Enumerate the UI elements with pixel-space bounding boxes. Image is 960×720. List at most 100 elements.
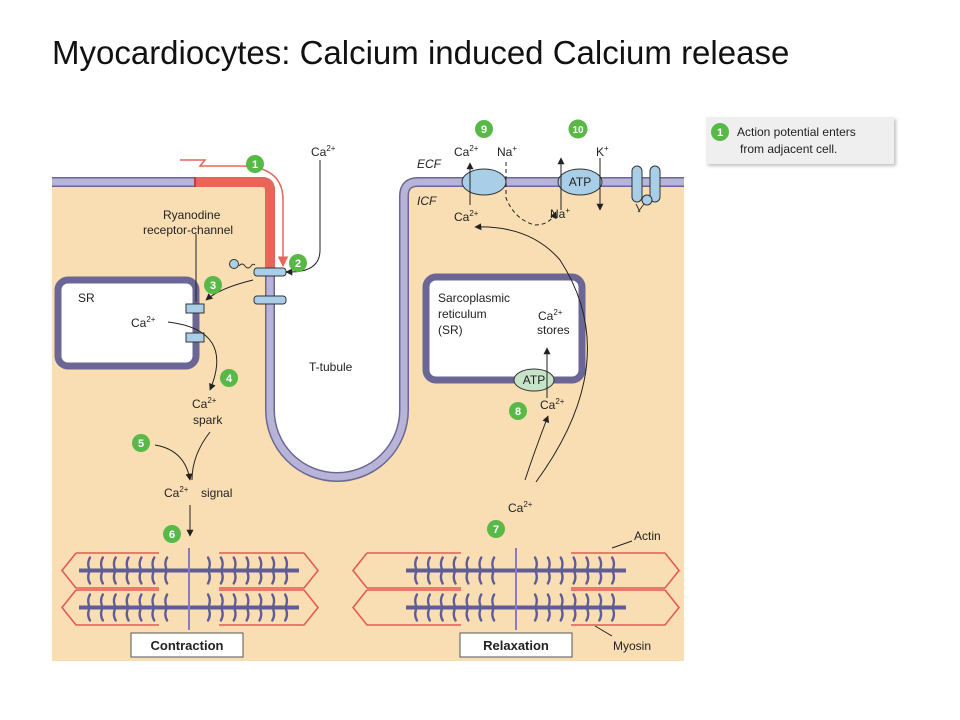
myosin-head <box>559 556 564 570</box>
myosin-head <box>99 556 105 570</box>
icf-label: ICF <box>417 194 437 208</box>
myosin-head <box>572 593 577 607</box>
myosin-head <box>245 593 250 607</box>
myosin-head <box>112 593 117 607</box>
myosin-head <box>258 556 263 570</box>
actin-filament <box>571 589 681 626</box>
myosin-head <box>414 556 419 570</box>
action-potential-arrow <box>180 159 289 268</box>
ca-7-label: Ca2+ <box>508 500 533 515</box>
myosin-head <box>125 593 130 607</box>
na-ca-exchanger <box>461 168 507 196</box>
myosin-head <box>546 571 551 585</box>
myosin-head <box>112 571 117 585</box>
relaxation-label: Relaxation <box>483 638 549 653</box>
t-tubule-interior <box>274 180 420 473</box>
myosin-head <box>426 556 432 570</box>
myosin-head <box>533 571 538 585</box>
myosin-head <box>206 593 211 607</box>
myosin-head <box>245 608 250 622</box>
actin-filament <box>351 552 461 589</box>
myosin-head <box>439 608 444 622</box>
myosin-head <box>572 608 577 622</box>
myosin-head <box>206 608 211 622</box>
myosin-head <box>598 593 603 607</box>
myosin-head <box>151 593 156 607</box>
myosin-head <box>426 571 432 585</box>
myosin-head <box>87 571 92 585</box>
myosin-label: Myosin <box>613 639 651 653</box>
myosin-head <box>465 608 470 622</box>
myosin-head <box>138 608 143 622</box>
myosin-head <box>491 593 496 607</box>
myosin-head <box>219 608 224 622</box>
myosin-head <box>87 608 92 622</box>
actin-filament <box>351 589 461 626</box>
sr-label: SR <box>78 291 95 305</box>
step-2-badge: 2 <box>295 258 301 270</box>
step-8-badge: 8 <box>515 406 521 418</box>
t-tubule-label: T-tubule <box>309 360 353 374</box>
legend-number: 1 <box>717 127 723 139</box>
myosin-head <box>491 571 496 585</box>
myosin-head <box>232 608 237 622</box>
myosin-head <box>478 608 483 622</box>
ryanodine-label-line1: Ryanodine <box>163 208 221 222</box>
myosin-head <box>598 571 603 585</box>
myosin-head <box>610 608 616 622</box>
myosin-head <box>271 608 276 622</box>
relaxation-caption-box <box>459 632 573 658</box>
step-6-badge: 6 <box>169 529 175 541</box>
myosin-head <box>465 593 470 607</box>
myosin-head <box>125 571 130 585</box>
myosin-head <box>414 608 419 622</box>
myosin-head <box>533 556 538 570</box>
na-ecf-label: Na+ <box>497 144 517 159</box>
legend-box <box>706 117 894 164</box>
l-type-channel <box>253 267 287 277</box>
action-potential-band <box>195 177 275 268</box>
myosin-head <box>491 608 496 622</box>
sr-box-label-line3: (SR) <box>438 323 463 337</box>
myosin-head <box>598 608 603 622</box>
myosin-head <box>585 571 590 585</box>
na-icf-label: Na+ <box>550 206 570 221</box>
myosin-head <box>138 571 143 585</box>
step-5-badge: 5 <box>138 438 144 450</box>
contraction-label: Contraction <box>151 638 224 653</box>
myosin-head <box>559 608 564 622</box>
myosin-head <box>138 556 143 570</box>
myosin-head <box>546 593 551 607</box>
myosin-head <box>232 571 237 585</box>
ca-spark-ca-label: Ca2+ <box>192 396 217 411</box>
stores-label: stores <box>537 323 570 337</box>
myosin-head <box>439 556 444 570</box>
myosin-head <box>125 556 130 570</box>
atp-sr-label: ATP <box>523 373 545 387</box>
myosin-head <box>219 571 224 585</box>
myosin-head <box>572 556 577 570</box>
actin-filament <box>60 589 159 626</box>
legend-text-line2: from adjacent cell. <box>740 142 837 156</box>
actin-filament <box>60 552 159 589</box>
myosin-head <box>491 556 496 570</box>
myosin-head <box>465 556 470 570</box>
ca-top-label: Ca2+ <box>311 144 336 159</box>
myosin-head <box>112 556 117 570</box>
myosin-head <box>533 593 538 607</box>
myosin-head <box>151 556 156 570</box>
step-3-badge: 3 <box>210 280 216 292</box>
step-1-badge: 1 <box>252 159 258 171</box>
myosin-head <box>99 593 105 607</box>
myosin-head <box>465 571 470 585</box>
myosin-head <box>245 556 250 570</box>
ryanodine-receptor <box>185 303 205 314</box>
myosin-head <box>598 556 603 570</box>
spark-label: spark <box>193 413 223 427</box>
ecf-label: ECF <box>417 157 442 171</box>
myosin-head <box>283 608 289 622</box>
myosin-head <box>271 571 276 585</box>
step-7-badge: 7 <box>493 524 499 536</box>
channel-gate-icon <box>229 259 239 269</box>
myosin-head <box>232 556 237 570</box>
